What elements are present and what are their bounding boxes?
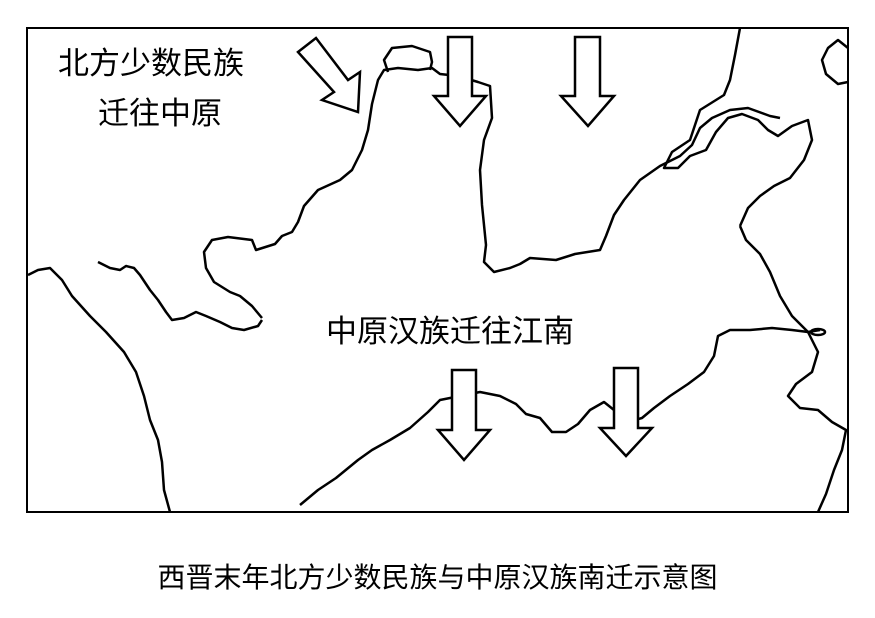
north-migration-label-line2: 迁往中原 bbox=[98, 96, 222, 132]
east-coast bbox=[738, 225, 848, 513]
north-loop bbox=[382, 44, 434, 73]
arrow-down-icon bbox=[597, 366, 655, 458]
south-migration-label: 中原汉族迁往江南 bbox=[326, 314, 574, 350]
wei-river bbox=[97, 260, 264, 332]
arrow-down-icon bbox=[431, 35, 489, 128]
map-frame bbox=[26, 27, 849, 513]
yangtze-river bbox=[299, 326, 821, 506]
island bbox=[809, 327, 827, 337]
yellow-river bbox=[202, 66, 781, 319]
bohai-coast bbox=[662, 27, 814, 227]
arrow-southeast-icon bbox=[296, 36, 362, 114]
north-migration-label: 北方少数民族 bbox=[58, 46, 244, 82]
west-coast-line bbox=[27, 266, 172, 513]
arrow-down-icon bbox=[558, 35, 617, 128]
east-coast-north bbox=[820, 38, 849, 86]
arrow-down-icon bbox=[435, 368, 493, 462]
map-caption: 西晋末年北方少数民族与中原汉族南迁示意图 bbox=[157, 561, 718, 594]
